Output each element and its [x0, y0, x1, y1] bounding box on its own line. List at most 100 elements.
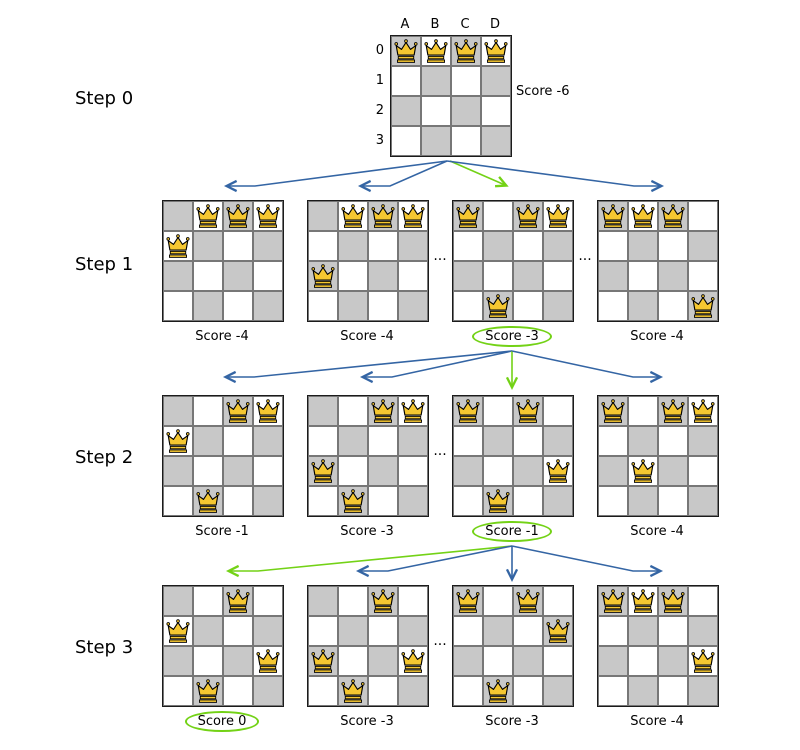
board-cell-C1 — [658, 616, 688, 646]
board-cell-A0 — [163, 396, 193, 426]
score-label-step3-4: Score -4 — [630, 714, 684, 729]
board-cell-A1 — [453, 231, 483, 261]
board-cell-A1 — [598, 231, 628, 261]
score-label-step0: Score -6 — [516, 84, 570, 99]
board-cell-B2 — [628, 261, 658, 291]
board-cell-D0 — [253, 586, 283, 616]
board-cell-C3 — [368, 486, 398, 516]
queen-icon — [340, 488, 366, 514]
queen-icon — [400, 398, 426, 424]
board-cell-C3 — [368, 676, 398, 706]
board-cell-B1 — [338, 616, 368, 646]
board-cell-C1 — [368, 426, 398, 456]
queen-icon — [660, 203, 686, 229]
board-cell-B3 — [421, 126, 451, 156]
board-cell-C1 — [368, 616, 398, 646]
score-label-step2-4: Score -4 — [630, 524, 684, 539]
board-cell-B3 — [193, 486, 223, 516]
board-cell-C1 — [451, 66, 481, 96]
board-cell-A1 — [391, 66, 421, 96]
arrow-step0-to-step1-board2 — [357, 160, 448, 193]
row-header-2: 2 — [375, 103, 384, 118]
queen-icon — [310, 458, 336, 484]
board-cell-A1 — [163, 426, 193, 456]
board-cell-A2 — [163, 456, 193, 486]
queen-icon — [515, 203, 541, 229]
board-step0 — [390, 35, 512, 157]
board-cell-D0 — [398, 201, 428, 231]
board-cell-D1 — [688, 616, 718, 646]
board-cell-C0 — [223, 586, 253, 616]
board-cell-B2 — [483, 261, 513, 291]
board-step1-2 — [307, 200, 429, 322]
board-cell-D3 — [688, 291, 718, 321]
board-cell-D1 — [253, 426, 283, 456]
board-cell-A1 — [163, 616, 193, 646]
board-cell-D2 — [253, 456, 283, 486]
board-cell-A2 — [308, 456, 338, 486]
board-cell-C3 — [513, 291, 543, 321]
queen-icon — [255, 203, 281, 229]
board-cell-C1 — [223, 616, 253, 646]
board-cell-A2 — [598, 646, 628, 676]
ellipsis: ... — [433, 443, 447, 459]
queen-icon — [483, 38, 509, 64]
board-cell-D2 — [543, 646, 573, 676]
step-0-label: Step 0 — [75, 88, 134, 109]
queen-icon — [515, 588, 541, 614]
board-cell-D1 — [688, 231, 718, 261]
board-cell-C3 — [223, 676, 253, 706]
board-cell-C3 — [223, 486, 253, 516]
queen-icon — [225, 398, 251, 424]
ellipsis: ... — [433, 248, 447, 264]
board-cell-C3 — [658, 486, 688, 516]
board-cell-C0 — [223, 396, 253, 426]
board-cell-B2 — [628, 456, 658, 486]
board-cell-B0 — [483, 396, 513, 426]
board-cell-B2 — [483, 646, 513, 676]
queen-icon — [690, 293, 716, 319]
board-cell-B1 — [193, 231, 223, 261]
queen-icon — [455, 588, 481, 614]
board-cell-B0 — [483, 201, 513, 231]
board-cell-C0 — [223, 201, 253, 231]
arrow-step1-to-step2-board1 — [222, 350, 513, 384]
board-cell-A2 — [163, 646, 193, 676]
board-cell-D2 — [253, 646, 283, 676]
board-cell-D0 — [688, 396, 718, 426]
board-cell-B2 — [338, 261, 368, 291]
board-cell-C0 — [368, 396, 398, 426]
queen-icon — [225, 203, 251, 229]
board-cell-B0 — [483, 586, 513, 616]
queen-icon — [455, 398, 481, 424]
board-cell-C3 — [513, 676, 543, 706]
board-cell-B0 — [193, 586, 223, 616]
board-cell-A0 — [391, 36, 421, 66]
board-cell-D1 — [398, 616, 428, 646]
arrow-step0-to-step1-board1 — [223, 160, 448, 193]
queen-icon — [255, 398, 281, 424]
queen-icon — [165, 428, 191, 454]
board-cell-A3 — [598, 291, 628, 321]
board-cell-B1 — [483, 231, 513, 261]
board-cell-A1 — [308, 426, 338, 456]
board-cell-B3 — [628, 676, 658, 706]
board-cell-D3 — [543, 291, 573, 321]
board-cell-D1 — [543, 231, 573, 261]
board-cell-A0 — [453, 396, 483, 426]
board-cell-B3 — [483, 291, 513, 321]
board-cell-D3 — [253, 676, 283, 706]
board-cell-B1 — [628, 426, 658, 456]
queen-icon — [600, 203, 626, 229]
board-cell-C3 — [451, 126, 481, 156]
board-cell-C3 — [658, 676, 688, 706]
board-cell-A0 — [598, 201, 628, 231]
queen-icon — [370, 398, 396, 424]
board-cell-B3 — [338, 676, 368, 706]
board-cell-B1 — [338, 231, 368, 261]
queen-icon — [165, 233, 191, 259]
queen-icon — [453, 38, 479, 64]
board-cell-D3 — [543, 486, 573, 516]
board-cell-A2 — [163, 261, 193, 291]
board-cell-A2 — [453, 646, 483, 676]
